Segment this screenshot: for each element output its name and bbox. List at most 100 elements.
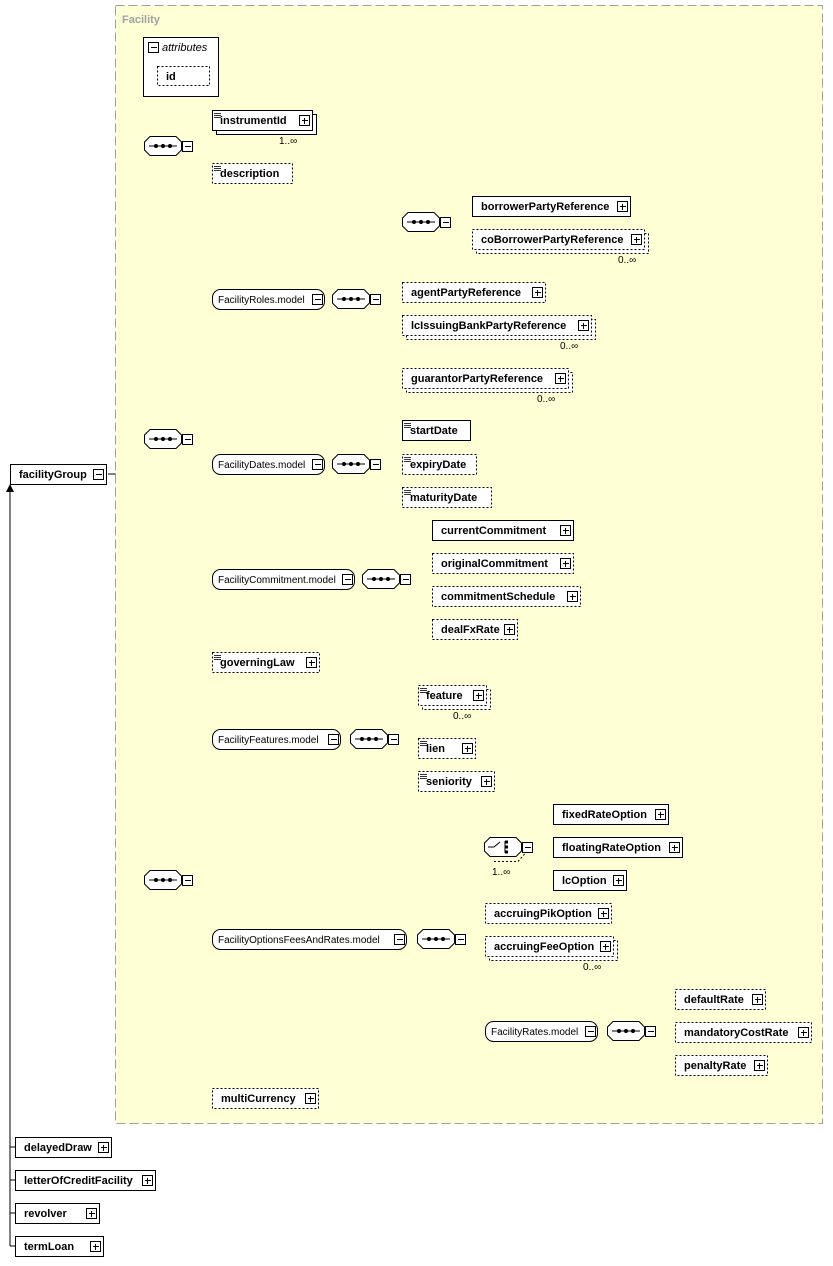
seniority-element-expander[interactable] — [481, 776, 492, 787]
floating-rate-option-element[interactable]: floatingRateOption — [553, 837, 683, 858]
default-rate-element-expander[interactable] — [752, 994, 763, 1005]
seq-facility-roles[interactable] — [332, 289, 370, 309]
accruing-pik-option-element-expander[interactable] — [598, 908, 609, 919]
accruing-fee-option-element-expander[interactable] — [600, 941, 611, 952]
facility-dates-model-group-expander[interactable] — [312, 459, 323, 470]
expiry-date-element[interactable]: expiryDate — [402, 454, 477, 475]
current-commitment-element[interactable]: currentCommitment — [432, 520, 574, 541]
sequence-expander[interactable] — [455, 934, 466, 945]
seq-roles-dates-commitment[interactable] — [144, 429, 182, 449]
facility-roles-model-group[interactable]: FacilityRoles.model — [212, 289, 325, 310]
lien-element[interactable]: lien — [418, 738, 476, 759]
seq-borrowers[interactable] — [402, 212, 440, 232]
root-element[interactable]: facilityGroup — [10, 464, 107, 485]
derived0-element-expander[interactable] — [98, 1142, 109, 1153]
derived3-element-expander[interactable] — [90, 1241, 101, 1252]
lc-issuing-bank-party-reference-element-label: lcIssuingBankPartyReference — [411, 320, 566, 332]
floating-rate-option-element-expander[interactable] — [669, 842, 680, 853]
sequence-expander[interactable] — [182, 434, 193, 445]
derived1-element[interactable]: letterOfCreditFacility — [15, 1170, 156, 1191]
penalty-rate-element[interactable]: penaltyRate — [675, 1055, 768, 1076]
deal-fx-rate-element-expander[interactable] — [504, 624, 515, 635]
seq-facility-options[interactable] — [417, 929, 455, 949]
seq-facility-commitment[interactable] — [362, 569, 400, 589]
current-commitment-element-expander[interactable] — [560, 525, 571, 536]
sequence-icon-dot — [412, 220, 416, 224]
co-borrower-party-reference-element-expander[interactable] — [631, 234, 642, 245]
lien-element-expander[interactable] — [462, 743, 473, 754]
derived2-element[interactable]: revolver — [15, 1203, 100, 1224]
accruing-pik-option-element[interactable]: accruingPikOption — [485, 903, 612, 924]
derived3-element[interactable]: termLoan — [15, 1236, 104, 1257]
commitment-schedule-element-expander[interactable] — [567, 591, 578, 602]
seniority-element[interactable]: seniority — [418, 771, 495, 792]
borrower-party-reference-element-expander[interactable] — [617, 201, 628, 212]
facility-rates-model-group-expander[interactable] — [585, 1026, 596, 1037]
sequence-expander[interactable] — [182, 141, 193, 152]
original-commitment-element[interactable]: originalCommitment — [432, 553, 574, 574]
multi-currency-element-expander[interactable] — [305, 1093, 316, 1104]
fixed-rate-option-element[interactable]: fixedRateOption — [553, 804, 669, 825]
derived2-element-expander[interactable] — [86, 1208, 97, 1219]
mandatory-cost-rate-element-expander[interactable] — [798, 1027, 809, 1038]
agent-party-reference-element-expander[interactable] — [532, 287, 543, 298]
lc-option-element[interactable]: lcOption — [553, 870, 627, 891]
facility-options-model-group-expander[interactable] — [394, 934, 405, 945]
facility-features-model-group[interactable]: FacilityFeatures.model — [212, 729, 341, 750]
commitment-schedule-element[interactable]: commitmentSchedule — [432, 586, 581, 607]
seq-facility-rates[interactable] — [607, 1021, 645, 1041]
start-date-element[interactable]: startDate — [402, 420, 471, 441]
borrower-party-reference-element[interactable]: borrowerPartyReference — [472, 196, 631, 217]
facility-options-model-group[interactable]: FacilityOptionsFeesAndRates.model — [212, 929, 407, 950]
governing-law-element[interactable]: governingLaw — [212, 652, 320, 673]
seq-terms[interactable] — [144, 870, 182, 890]
sequence-expander[interactable] — [388, 734, 399, 745]
derived1-element-expander[interactable] — [142, 1175, 153, 1186]
root-element-expander[interactable] — [93, 469, 104, 480]
deal-fx-rate-element[interactable]: dealFxRate — [432, 619, 518, 640]
fixed-rate-option-element-expander[interactable] — [655, 809, 666, 820]
facility-commitment-model-group[interactable]: FacilityCommitment.model — [212, 569, 355, 590]
derived1-element-box — [15, 1170, 156, 1191]
facility-dates-model-group[interactable]: FacilityDates.model — [212, 454, 325, 475]
seq-facility-features[interactable] — [350, 729, 388, 749]
seq-facility-dates[interactable] — [332, 454, 370, 474]
instrument-id-element-expander[interactable] — [299, 115, 310, 126]
lc-issuing-bank-party-reference-element-expander[interactable] — [578, 320, 589, 331]
attributes-expander[interactable] — [148, 42, 159, 53]
agent-party-reference-element[interactable]: agentPartyReference — [402, 282, 546, 303]
facility-commitment-model-group-expander[interactable] — [342, 574, 353, 585]
facility-roles-model-group-expander[interactable] — [312, 294, 323, 305]
sequence-expander[interactable] — [182, 875, 193, 886]
sequence-expander[interactable] — [370, 294, 381, 305]
sequence-expander[interactable] — [645, 1026, 656, 1037]
maturity-date-element[interactable]: maturityDate — [402, 487, 492, 508]
sequence-expander[interactable] — [440, 217, 451, 228]
mandatory-cost-rate-element[interactable]: mandatoryCostRate — [675, 1022, 812, 1043]
feature-element-expander[interactable] — [473, 690, 484, 701]
facility-rates-model-group[interactable]: FacilityRates.model — [485, 1021, 598, 1042]
sequence-expander[interactable] — [400, 574, 411, 585]
derived0-element[interactable]: delayedDraw — [15, 1137, 112, 1158]
guarantor-party-reference-element-expander[interactable] — [555, 373, 566, 384]
seq-identification[interactable] — [144, 136, 182, 156]
sequence-expander[interactable] — [370, 459, 381, 470]
original-commitment-element-expander[interactable] — [560, 558, 571, 569]
default-rate-element[interactable]: defaultRate — [675, 989, 766, 1010]
lc-option-element-expander[interactable] — [613, 875, 624, 886]
description-element[interactable]: description — [212, 163, 293, 184]
penalty-rate-element-expander[interactable] — [754, 1060, 765, 1071]
choice-expander[interactable] — [522, 842, 533, 853]
facility-features-model-group-expander[interactable] — [328, 734, 339, 745]
multi-currency-element[interactable]: multiCurrency — [212, 1088, 319, 1109]
choice-compositor[interactable] — [484, 837, 526, 862]
governing-law-element-expander[interactable] — [306, 657, 317, 668]
penalty-rate-element-label: penaltyRate — [684, 1060, 746, 1072]
sequence-icon-dot — [441, 937, 445, 941]
